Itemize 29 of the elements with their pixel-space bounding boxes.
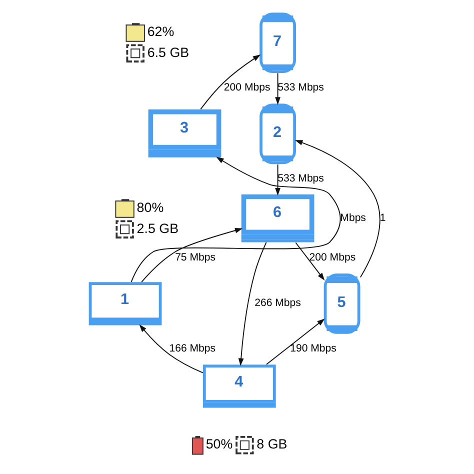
- node-box: 7: [259, 12, 296, 73]
- node-label: 80%: [136, 200, 164, 215]
- arrow: [274, 164, 280, 196]
- node-box: 2: [259, 104, 296, 164]
- edge-label: 266 Mbps: [254, 296, 300, 309]
- node-label: 2.5 GB: [136, 220, 178, 236]
- edge-label: 533 Mbps: [277, 82, 324, 94]
- edge-label: Mbps: [340, 212, 366, 224]
- edge-label: 200 Mbps: [308, 251, 356, 264]
- node-label: 8 GB: [256, 436, 287, 452]
- arrow: [140, 228, 242, 282]
- arrow: [294, 242, 324, 280]
- arrow: [200, 54, 260, 110]
- edge-label: 166 Mbps: [168, 342, 216, 354]
- arrow: [294, 140, 380, 278]
- node-label: 62%: [146, 24, 174, 39]
- node-label: 6.5 GB: [146, 44, 189, 60]
- edge-label: 1: [379, 212, 386, 224]
- node-label: 50%: [205, 436, 232, 452]
- arrow: [138, 324, 203, 374]
- node-box: 5: [323, 273, 360, 334]
- edge-label: 533 Mbps: [277, 172, 324, 185]
- arrow: [274, 72, 280, 105]
- arrow: [238, 242, 266, 366]
- arrow: [130, 156, 340, 282]
- arrow: [266, 318, 324, 365]
- edge-label: 190 Mbps: [290, 342, 336, 354]
- edge-label: 75 Mbps: [174, 251, 216, 264]
- edge-label: 200 Mbps: [223, 82, 270, 94]
